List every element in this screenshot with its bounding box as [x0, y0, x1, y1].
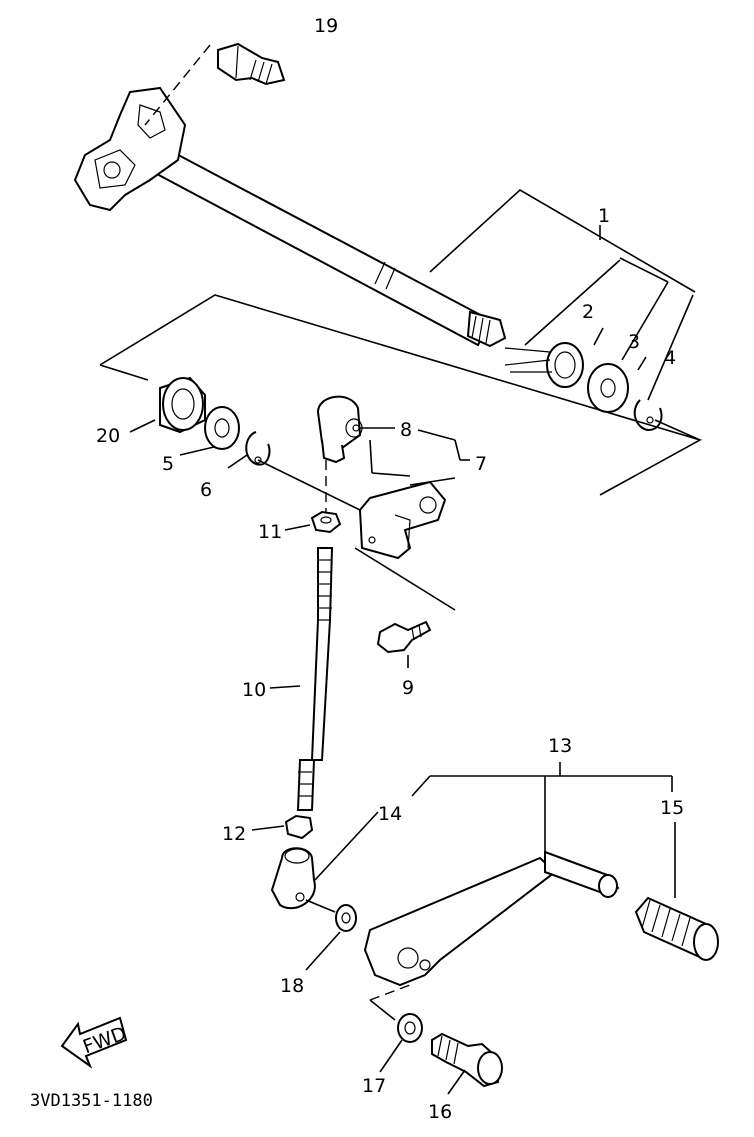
washer-5: [204, 406, 240, 450]
washer-3: [587, 363, 629, 413]
shift-pedal-13: [363, 850, 620, 987]
callout-13: 13: [548, 735, 572, 757]
return-spring: [504, 342, 584, 388]
callout-20: 20: [96, 425, 120, 447]
callout-7: 7: [475, 453, 487, 475]
bearing-20: [159, 376, 206, 434]
rod-end-8: [316, 395, 363, 464]
bolt-9: [376, 620, 432, 654]
callout-2: 2: [582, 301, 594, 323]
callout-16: 16: [428, 1101, 452, 1123]
callout-11: 11: [258, 521, 282, 543]
callout-17: 17: [362, 1075, 386, 1097]
callout-15: 15: [660, 797, 684, 819]
callout-1: 1: [598, 205, 610, 227]
callout-12: 12: [222, 823, 246, 845]
fwd-label: FWD: [80, 1023, 129, 1059]
shift-shaft: [73, 86, 507, 348]
shift-arm-7: [358, 480, 447, 560]
circlip-4: [633, 399, 663, 432]
callout-8: 8: [400, 419, 412, 441]
rod-end-14: [270, 847, 316, 910]
circlip-6: [245, 431, 271, 466]
callout-5: 5: [162, 453, 174, 475]
bolt-19: [217, 42, 286, 86]
callout-4: 4: [664, 347, 676, 369]
pedal-rubber-15: [634, 896, 719, 961]
nut-12: [284, 814, 314, 840]
callout-9: 9: [402, 677, 414, 699]
bolt-16: [431, 1032, 503, 1088]
drawing-code: 3VD1351-1180: [30, 1091, 153, 1111]
callout-6: 6: [200, 479, 212, 501]
callout-19: 19: [314, 15, 338, 37]
washer-17: [397, 1013, 423, 1043]
callout-3: 3: [628, 331, 640, 353]
washer-18: [335, 904, 357, 932]
shift-rod-10: [296, 547, 334, 811]
callout-14: 14: [378, 803, 402, 825]
fwd-arrow-icon: FWD: [60, 1016, 129, 1069]
nut-11: [310, 510, 342, 534]
callout-18: 18: [280, 975, 304, 997]
callout-10: 10: [242, 679, 266, 701]
